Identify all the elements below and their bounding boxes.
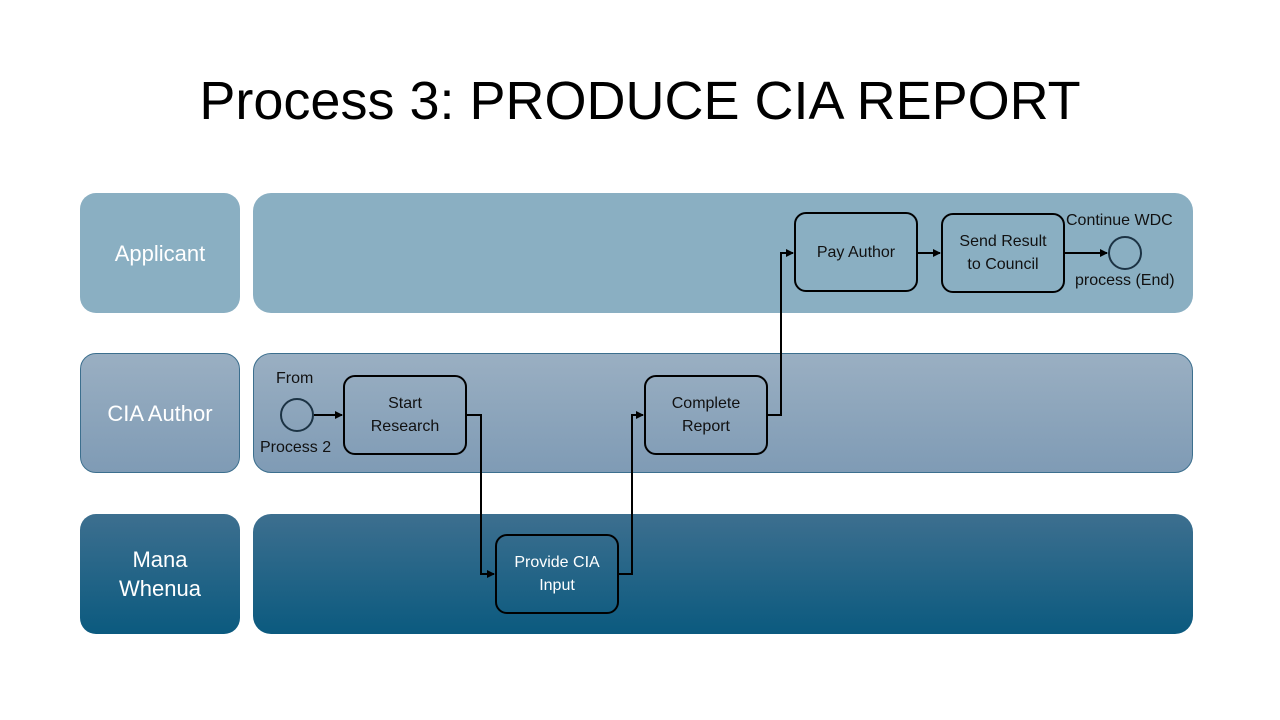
task-start-research-line2: Research	[370, 418, 440, 435]
lane-label-applicant: Applicant	[80, 193, 240, 313]
connector-research-to-input	[467, 414, 495, 578]
task-send-result-line1: Send Result	[959, 233, 1047, 250]
lane-label-applicant-text: Applicant	[114, 240, 206, 266]
lane-label-mana-whenua-text: Mana Whenua	[119, 545, 201, 603]
task-start-research-line1: Start	[388, 395, 422, 412]
task-provide-cia-input-line1: Provide CIA	[514, 554, 600, 571]
task-pay-author: Pay Author	[794, 212, 918, 292]
task-provide-cia-input: Provide CIA Input	[495, 534, 619, 614]
start-event-label-below: Process 2	[260, 439, 332, 456]
end-event-label-above: Continue WDC	[1066, 212, 1173, 229]
lane-mana-whenua	[253, 514, 1193, 634]
task-send-result: Send Result to Council	[941, 213, 1065, 293]
end-event-label-below: process (End)	[1075, 272, 1175, 289]
connector-complete-to-pay	[768, 249, 794, 416]
task-start-research: Start Research	[343, 375, 467, 455]
task-complete-report: Complete Report	[644, 375, 768, 455]
lane-label-cia-author-text: CIA Author	[107, 400, 213, 426]
task-provide-cia-input-line2: Input	[539, 577, 575, 594]
task-complete-report-line1: Complete	[671, 395, 741, 412]
task-complete-report-line2: Report	[681, 418, 730, 435]
start-event-label-above: From	[276, 370, 314, 387]
lane-label-mana-line2: Whenua	[119, 576, 201, 601]
lane-label-mana-line1: Mana	[132, 547, 188, 572]
connector-input-to-complete	[619, 411, 644, 575]
slide-title: Process 3: PRODUCE CIA REPORT	[199, 71, 1081, 131]
end-event-circle	[1108, 236, 1142, 270]
lane-label-cia-author: CIA Author	[80, 353, 240, 473]
lane-label-mana-whenua: Mana Whenua	[80, 514, 240, 634]
task-send-result-line2: to Council	[967, 256, 1039, 273]
start-event-circle	[280, 398, 314, 432]
task-pay-author-line1: Pay Author	[816, 243, 896, 261]
